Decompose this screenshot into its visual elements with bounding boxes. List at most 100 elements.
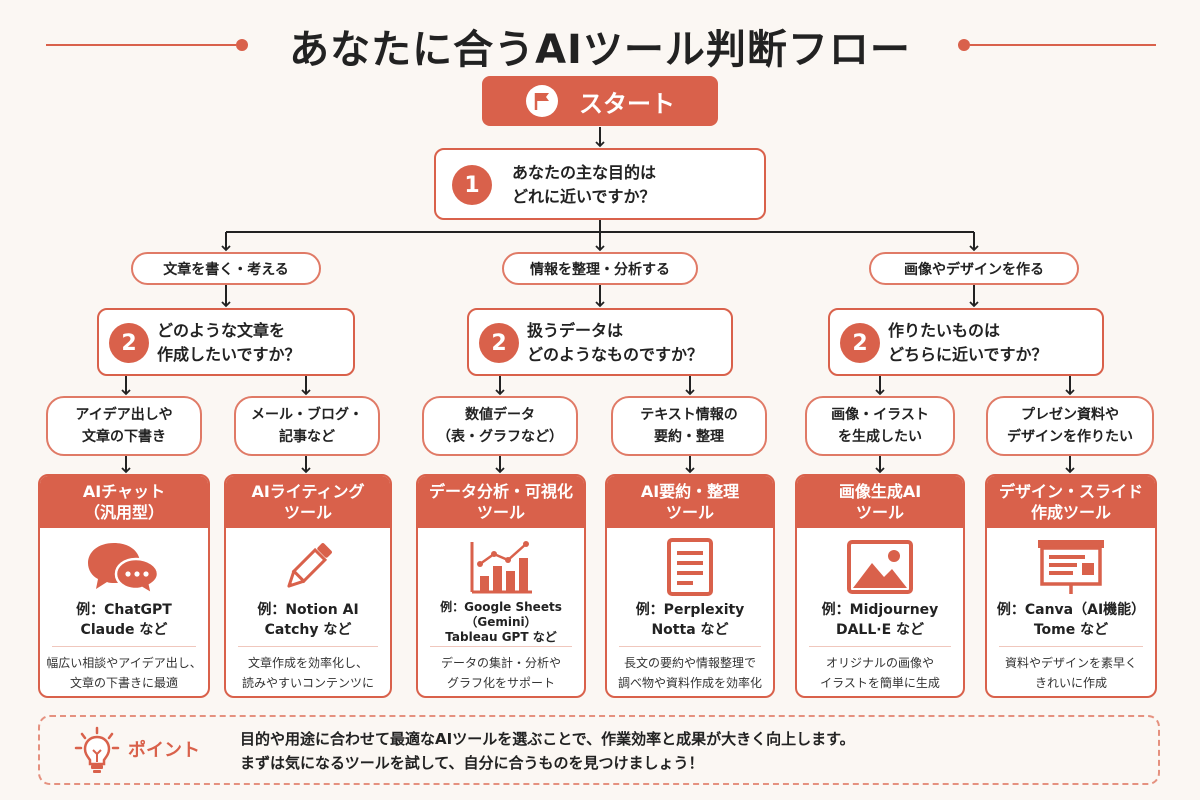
tool-card-header: データ分析・可視化ツール [418, 476, 584, 528]
tool-desc-line2: きれいに作成 [1034, 676, 1107, 690]
option-text-info: テキスト情報の要約・整理 [611, 396, 767, 456]
tool-card-description: データの集計・分析やグラフ化をサポート [418, 653, 584, 693]
category-writing: 文章を書く・考える [131, 252, 321, 285]
tool-card-examples: 例：Google Sheets（Gemini）Tableau GPT など [418, 600, 584, 645]
question-2-analysis-box: 2 扱うデータは どのようなものですか？ [467, 308, 733, 376]
option-numeric-data: 数値データ（表・グラフなど） [422, 396, 578, 456]
tool-card-examples: 例：Canva（AI機能）Tome など [987, 600, 1155, 640]
title-right-line [970, 44, 1156, 46]
tool-card-presentation: デザイン・スライド作成ツール 例：Canva（AI機能）Tome など 資料やデ… [985, 474, 1157, 698]
divider [430, 646, 572, 647]
question-2-design-box: 2 作りたいものは どちらに近いですか？ [828, 308, 1104, 376]
point-text-line2: まずは気になるツールを試して、自分に合うものを見つけましょう！ [240, 754, 704, 772]
tool-example-line1: 例：Notion AI [257, 602, 359, 618]
tool-card-chat: AIチャット （汎用型） 例：ChatGPT Claude など 幅広い相談やアイデ… [38, 474, 210, 698]
option-ideas-line2: 文章の下書き [81, 429, 166, 445]
tool-card-description: 資料やデザインを素早くきれいに作成 [987, 653, 1155, 693]
question-2-writing-line2: 作成したいですか？ [157, 345, 301, 364]
question-2-design-line1: 作りたいものは [888, 321, 1001, 340]
option-ideas-line1: アイデア出しや [75, 407, 173, 423]
image-icon [847, 540, 913, 594]
tool-card-examples: 例：Notion AI Catchy など [226, 600, 390, 640]
pencil-icon [287, 543, 332, 588]
tool-example-line1: 例：Midjourney [821, 602, 939, 618]
tool-card-writing: AIライティングツール 例：Notion AI Catchy など 文章作成を効率… [224, 474, 392, 698]
question-1-line2: どれに近いですか？ [512, 187, 656, 206]
option-presentation-line2: デザインを作りたい [1007, 429, 1133, 445]
tool-card-description: 幅広い相談やアイデア出し、文章の下書きに最適 [40, 653, 208, 693]
tool-example-line2: Catchy など [264, 622, 352, 638]
lightbulb-icon [74, 726, 120, 773]
tool-card-header: AI要約・整理ツール [607, 476, 773, 528]
divider [809, 646, 951, 647]
question-1-line1: あなたの主な目的は [512, 163, 657, 182]
option-image: 画像・イラストを生成したい [805, 396, 955, 456]
tool-card-title: AI要約・整理 [640, 482, 740, 501]
tool-card-title: デザイン・スライド [998, 482, 1143, 501]
option-text-info-line1: テキスト情報の [640, 407, 738, 423]
tool-example-line2: （Gemini） [465, 615, 537, 629]
tool-example-line1: 例：ChatGPT [76, 602, 172, 618]
option-numeric-data-line2: （表・グラフなど） [437, 429, 563, 445]
start-label: スタート [579, 89, 675, 118]
bar-chart-icon [470, 541, 532, 594]
title-left-line [46, 44, 236, 46]
question-2-writing-line1: どのような文章を [157, 321, 286, 340]
tool-card-subtitle: ツール [855, 503, 904, 522]
flag-icon [526, 85, 558, 117]
question-1-box: 1 あなたの主な目的は どれに近いですか？ [434, 148, 766, 220]
question-2-design-text: 作りたいものは どちらに近いですか？ [888, 319, 1048, 367]
tool-example-line1: 例：Google Sheets [440, 600, 562, 614]
tool-desc-line2: グラフ化をサポート [446, 676, 555, 690]
tool-example-line2: Claude など [80, 622, 168, 638]
option-articles-line2: 記事など [279, 429, 335, 445]
start-node: スタート [482, 76, 718, 126]
tool-card-title: AIチャット [82, 482, 166, 501]
chat-bubbles-icon [88, 543, 160, 597]
page-title: あなたに合うAIツール判断フロー [289, 27, 911, 73]
question-2-design-line2: どちらに近いですか？ [888, 345, 1048, 364]
tool-card-subtitle: 作成ツール [1030, 503, 1111, 522]
title-left-dot [236, 39, 248, 51]
question-2-writing-box: 2 どのような文章を 作成したいですか？ [97, 308, 355, 376]
point-text-line1: 目的や用途に合わせて最適なAIツールを選ぶことで、作業効率と成果が大きく向上しま… [240, 730, 855, 748]
tool-desc-line1: 幅広い相談やアイデア出し、 [46, 656, 202, 670]
question-2-writing-text: どのような文章を 作成したいですか？ [157, 319, 301, 367]
tool-card-header: AIチャット （汎用型） [40, 476, 208, 528]
tool-example-line2: Tome など [1033, 622, 1109, 638]
tool-card-data: データ分析・可視化ツール 例：Google Sheets（Gemini）Tabl… [416, 474, 586, 698]
question-2-analysis-text: 扱うデータは どのようなものですか？ [527, 319, 703, 367]
question-2-analysis-line2: どのようなものですか？ [527, 345, 704, 364]
tool-card-title: AIライティング [251, 482, 365, 501]
tool-card-description: オリジナルの画像やイラストを簡単に生成 [797, 653, 963, 693]
tool-card-examples: 例：ChatGPT Claude など [40, 600, 208, 640]
question-2-design-number: 2 [840, 323, 880, 363]
tool-desc-line2: 文章の下書きに最適 [69, 676, 178, 690]
question-2-analysis-line1: 扱うデータは [527, 321, 624, 340]
question-2-writing-number: 2 [109, 323, 149, 363]
tool-desc-line1: 長文の要約や情報整理で [623, 656, 756, 670]
point-box [38, 715, 1160, 785]
category-design: 画像やデザインを作る [869, 252, 1079, 285]
option-ideas: アイデア出しや文章の下書き [46, 396, 202, 456]
tool-card-description: 長文の要約や情報整理で調べ物や資料作成を効率化 [607, 653, 773, 693]
tool-desc-line2: イラストを簡単に生成 [820, 676, 940, 690]
tool-card-subtitle: （汎用型） [83, 503, 164, 522]
divider [52, 646, 196, 647]
option-presentation-line1: プレゼン資料や [1021, 407, 1119, 423]
tool-desc-line1: オリジナルの画像や [825, 656, 934, 670]
tool-card-subtitle: ツール [283, 503, 332, 522]
tool-card-subtitle: ツール [476, 503, 525, 522]
option-image-line2: を生成したい [837, 429, 922, 445]
question-1-number: 1 [452, 165, 492, 205]
tool-card-header: AIライティングツール [226, 476, 390, 528]
option-articles: メール・ブログ・記事など [234, 396, 380, 456]
option-presentation: プレゼン資料やデザインを作りたい [986, 396, 1154, 456]
title-right-dot [958, 39, 970, 51]
option-articles-line1: メール・ブログ・ [251, 407, 363, 423]
divider [238, 646, 378, 647]
tool-card-description: 文章作成を効率化し、読みやすいコンテンツに [226, 653, 390, 693]
